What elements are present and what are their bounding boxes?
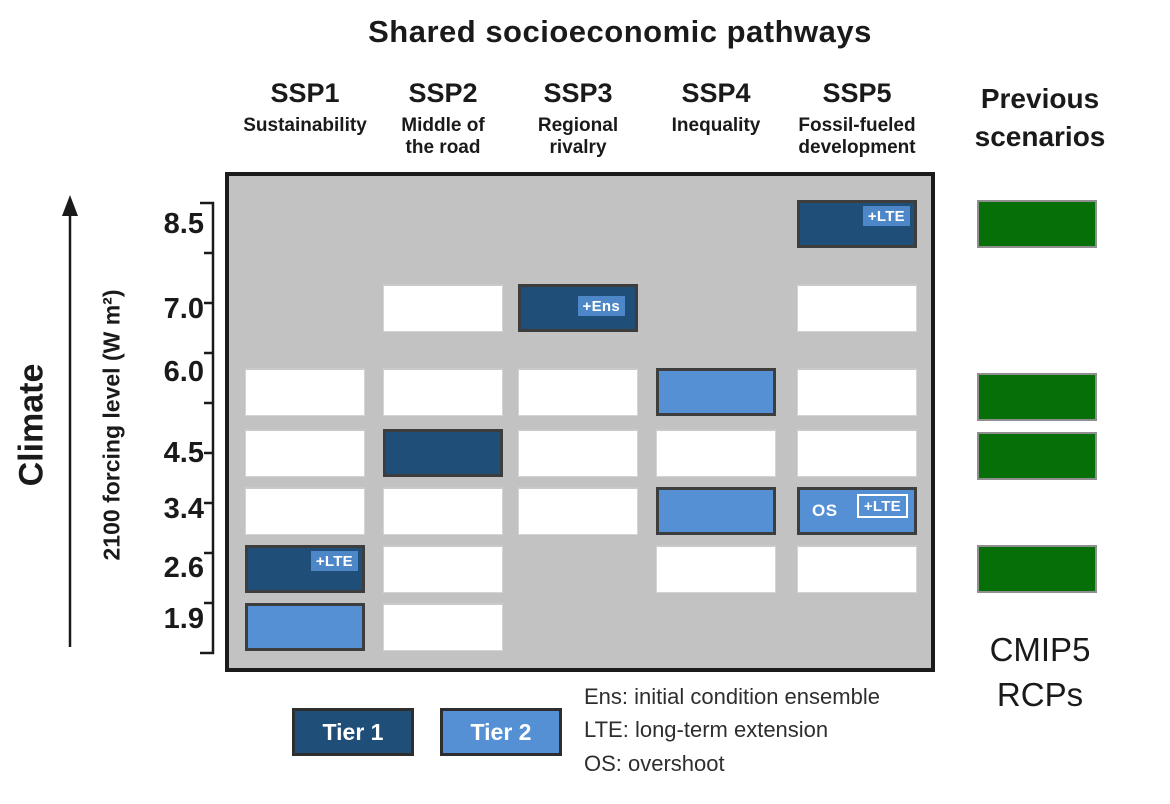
cell-ssp3-6.0 (518, 368, 638, 416)
rcp-box-2.6 (977, 545, 1097, 593)
badge-ens: +Ens (577, 295, 625, 316)
cell-ssp3-7.0: +Ens (518, 284, 638, 332)
previous-scenarios-header-line2: scenarios (974, 120, 1106, 152)
row-label-4.5: 4.5 (163, 437, 204, 469)
abbreviation-os: OS: overshoot (584, 750, 725, 776)
col-name-ssp1: SSP1 (270, 78, 340, 108)
abbreviation-ens: Ens: initial condition ensemble (584, 684, 880, 709)
climate-axis-title: Climate (12, 363, 51, 487)
cell-ssp1-6.0 (245, 368, 365, 416)
cell-ssp5-7.0 (797, 284, 917, 332)
cmip5-label-line1: CMIP5 (989, 631, 1091, 668)
figure-title: Shared socioeconomic pathways (368, 14, 872, 49)
cmip5-rcps-label: CMIP5 RCPs (935, 628, 1145, 717)
row-label-8.5: 8.5 (163, 208, 204, 240)
previous-scenarios-header-line1: Previous (980, 83, 1100, 114)
cell-ssp5-8.5: +LTE (797, 200, 917, 248)
abbreviation-lte: LTE: long-term extension (584, 717, 829, 743)
legend-tier1-swatch: Tier 1 (292, 708, 414, 756)
climate-arrow-icon (62, 195, 78, 647)
cell-ssp1-4.5 (245, 429, 365, 477)
badge-lte: +LTE (856, 494, 908, 518)
cell-ssp4-6.0 (656, 368, 776, 416)
cell-ssp2-3.4 (383, 487, 503, 535)
col-name-ssp2: SSP2 (408, 78, 478, 108)
cell-ssp2-1.9 (383, 603, 503, 651)
cell-ssp5-6.0 (797, 368, 917, 416)
forcing-axis-label: 2100 forcing level (W m²) (98, 289, 125, 561)
previous-scenarios-header: Previous scenarios (925, 80, 1155, 156)
cell-ssp1-1.9 (245, 603, 365, 651)
cmip5-label-line2: RCPs (996, 675, 1084, 713)
row-label-1.9: 1.9 (163, 603, 204, 635)
row-label-6.0: 6.0 (163, 356, 204, 388)
rcp-box-8.5 (977, 200, 1097, 248)
rcp-box-4.5 (977, 432, 1097, 480)
row-label-3.4: 3.4 (163, 493, 204, 525)
col-name-ssp5: SSP5 (822, 78, 892, 108)
col-subtitle-ssp4: Inequality (671, 115, 761, 136)
cell-ssp4-4.5 (656, 429, 776, 477)
axis-bracket (200, 201, 215, 655)
badge-lte: +LTE (862, 206, 910, 226)
legend-tier2-label: Tier 2 (470, 718, 532, 745)
cell-ssp2-7.0 (383, 284, 503, 332)
cell-ssp1-3.4 (245, 487, 365, 535)
cell-ssp4-3.4 (656, 487, 776, 535)
legend-tier2-swatch: Tier 2 (440, 708, 562, 756)
col-subtitle-ssp1: Sustainability (243, 115, 367, 136)
rcp-box-6.0 (977, 373, 1097, 421)
cell-ssp2-6.0 (383, 368, 503, 416)
row-label-7.0: 7.0 (163, 293, 204, 325)
badge-lte: +LTE (310, 551, 358, 571)
cell-ssp5-4.5 (797, 429, 917, 477)
cell-ssp4-2.6 (656, 545, 776, 593)
overshoot-label: OS (812, 501, 838, 520)
cell-ssp5-2.6 (797, 545, 917, 593)
legend-tier1-label: Tier 1 (322, 718, 384, 745)
col-name-ssp4: SSP4 (681, 78, 751, 108)
cell-ssp5-3.4: OS +LTE (797, 487, 917, 535)
cell-ssp3-4.5 (518, 429, 638, 477)
cell-ssp2-4.5 (383, 429, 503, 477)
abbreviation-legend: Ens: initial condition ensemble LTE: lon… (584, 680, 1004, 780)
cell-ssp1-2.6: +LTE (245, 545, 365, 593)
col-name-ssp3: SSP3 (543, 78, 613, 108)
row-label-2.6: 2.6 (163, 552, 204, 584)
cell-ssp3-3.4 (518, 487, 638, 535)
cell-ssp2-2.6 (383, 545, 503, 593)
